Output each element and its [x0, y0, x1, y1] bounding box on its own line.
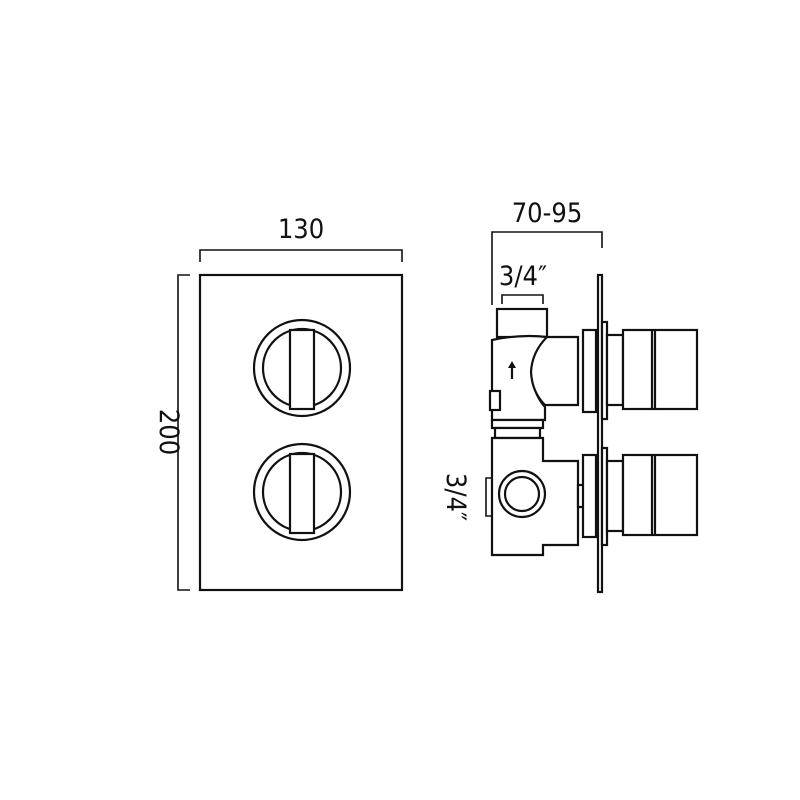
arrow-up-head-icon: [508, 361, 516, 368]
union-nut: [490, 418, 545, 430]
bezel-top: [581, 328, 598, 414]
top-outlet-dimension: 3/4″: [499, 261, 547, 304]
union-thread: [493, 426, 542, 440]
control-handle-bottom[interactable]: [252, 442, 352, 542]
wall-plate: [596, 273, 604, 594]
faceplate: [198, 273, 404, 592]
side-outlet-label: 3/4″: [440, 473, 471, 521]
knob-side-top[interactable]: [621, 328, 699, 411]
bezel-bottom: [581, 453, 598, 539]
side-outlet-inner: [503, 475, 541, 513]
control-handle-top[interactable]: [252, 318, 352, 418]
side-view: 70-95 3/4″ 3/4″: [440, 198, 699, 594]
height-dimension: 200: [153, 274, 190, 591]
depth-dimension: 70-95: [491, 198, 603, 305]
spindle-top: [605, 333, 625, 407]
knob-side-bottom[interactable]: [621, 453, 699, 537]
valve-stem-top: [529, 335, 580, 407]
height-label: 200: [153, 409, 184, 455]
width-dimension: 130: [199, 214, 403, 262]
width-label: 130: [278, 214, 324, 245]
spindle-bottom: [605, 459, 625, 533]
front-view: 130 200: [153, 214, 404, 592]
top-outlet-label: 3/4″: [499, 261, 547, 292]
depth-label: 70-95: [512, 198, 583, 229]
top-outlet-cap: [495, 307, 549, 339]
side-outlet-dimension: 3/4″: [440, 473, 492, 521]
body-lug: [488, 389, 502, 412]
